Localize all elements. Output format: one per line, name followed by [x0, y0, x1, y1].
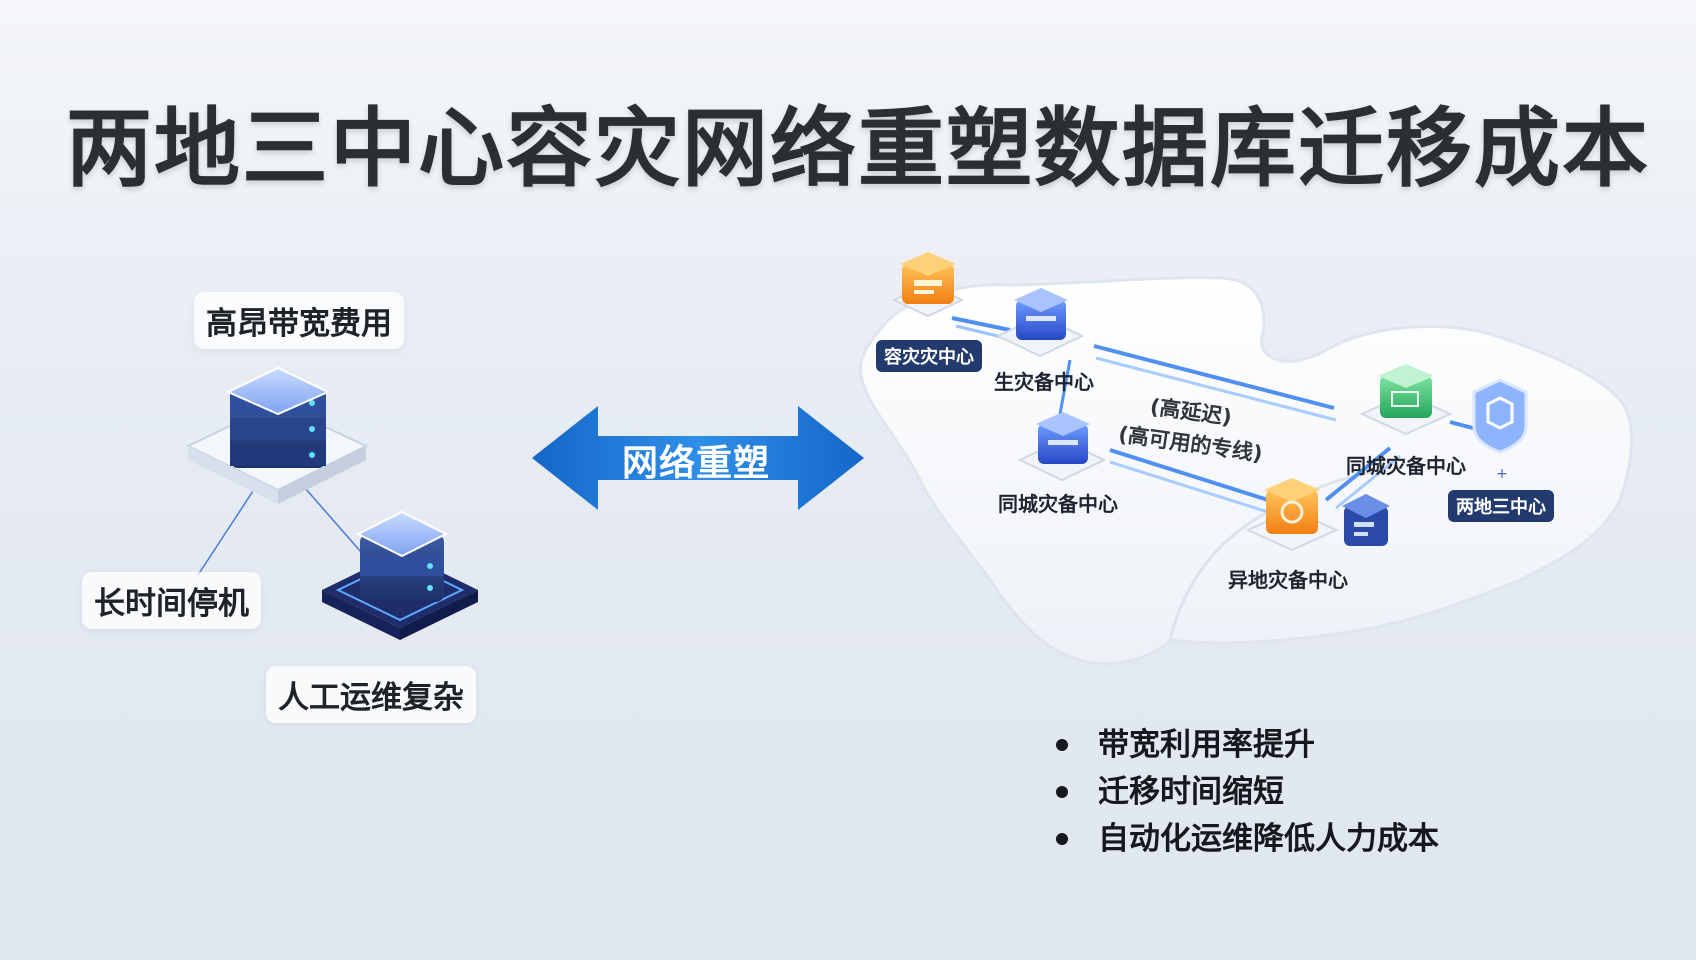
bullet-text: 带宽利用率提升: [1098, 727, 1315, 763]
map-badge-top: 容灾灾中心: [876, 340, 982, 372]
label-complex-manual-ops: 人工运维复杂: [266, 666, 476, 723]
list-item: 迁移时间缩短: [1050, 769, 1439, 816]
map-node-label-mid: 同城灾备中心: [998, 492, 1118, 516]
map-node-label-bottom: 异地灾备中心: [1228, 568, 1348, 592]
list-item: 自动化运维降低人力成本: [1050, 816, 1439, 863]
label-long-downtime: 长时间停机: [82, 572, 261, 629]
label-high-bandwidth-cost: 高昂带宽费用: [194, 292, 404, 349]
small-server-icon: [1342, 494, 1390, 546]
bullet-dot: [1056, 786, 1068, 798]
bullet-text: 迁移时间缩短: [1098, 774, 1284, 810]
server-stack-icon: [322, 510, 478, 640]
bullet-text: 自动化运维降低人力成本: [1098, 821, 1439, 857]
map-badge-right: 两地三中心: [1448, 490, 1554, 522]
network-reshape-arrow: 网络重塑: [528, 404, 864, 514]
bullet-dot: [1056, 739, 1068, 751]
map-illustration: +: [859, 252, 1633, 666]
shield-icon: +: [1472, 378, 1528, 482]
arrow-label: 网络重塑: [621, 443, 770, 484]
server-connector-line: [304, 487, 369, 561]
double-arrow-shape: [532, 406, 864, 510]
map-node-label-top: 生灾备中心: [994, 370, 1094, 394]
page-title: 两地三中心容灾网络重塑数据库迁移成本: [66, 99, 1650, 199]
benefit-list: 带宽利用率提升 迁移时间缩短 自动化运维降低人力成本: [1050, 722, 1439, 863]
server-connector-line: [197, 487, 256, 576]
server-stack-icon: [185, 366, 369, 504]
list-item: 带宽利用率提升: [1050, 722, 1439, 769]
orange-datacenter-icon: [891, 252, 965, 318]
blue-datacenter-icon: [995, 288, 1085, 358]
orange-datacenter-icon: [1245, 478, 1339, 552]
bullet-dot: [1056, 833, 1068, 845]
map-node-label-right: 同城灾备中心: [1346, 454, 1466, 478]
svg-text:+: +: [1496, 466, 1508, 482]
green-datacenter-icon: [1359, 364, 1453, 436]
blue-datacenter-icon: [1017, 412, 1107, 482]
